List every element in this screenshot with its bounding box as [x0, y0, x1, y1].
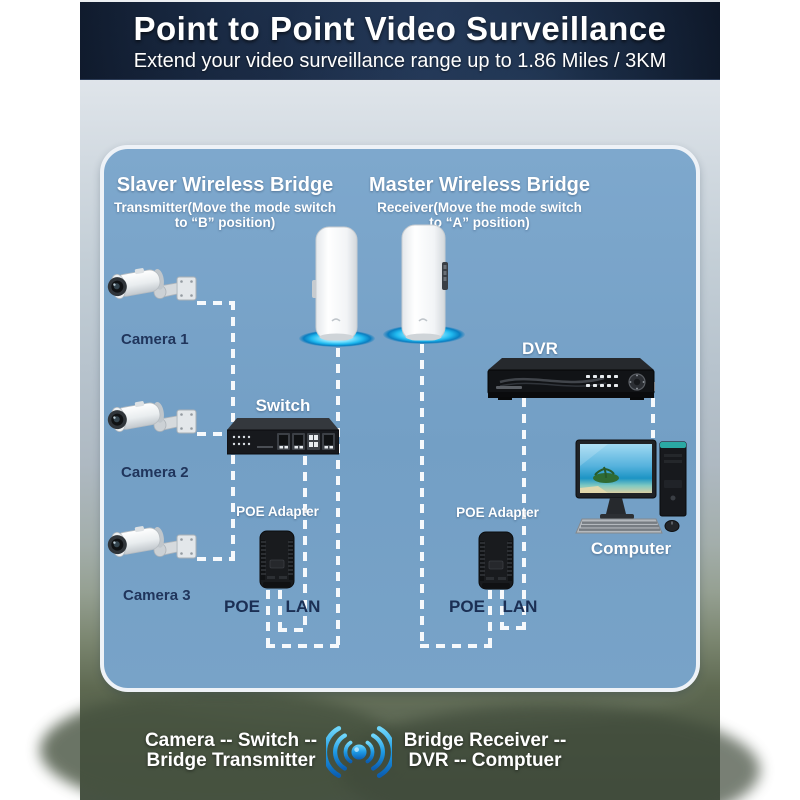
diagram-panel — [100, 145, 700, 692]
master-bridge-heading-block: Master Wireless Bridge Receiver(Move the… — [352, 174, 607, 230]
connection-line — [278, 628, 307, 632]
dvr-label: DVR — [522, 339, 558, 358]
master-bridge-icon — [401, 224, 448, 341]
connection-line — [266, 644, 340, 648]
slave-bridge-subtitle-line1: Transmitter(Move the mode switch — [113, 200, 337, 215]
poe-adapter-right-icon — [478, 531, 514, 590]
connection-line — [488, 590, 492, 648]
connection-line — [651, 382, 655, 438]
footer-right-line1: Bridge Receiver -- — [403, 730, 567, 751]
computer-label: Computer — [590, 539, 672, 558]
slave-bridge-subtitle-line2: to “B” position) — [174, 215, 276, 230]
connection-line — [522, 398, 526, 630]
connection-line — [197, 557, 235, 561]
connection-line — [231, 301, 235, 422]
switch-icon — [227, 418, 339, 455]
lan-port-right-label: LAN — [502, 597, 538, 616]
slave-bridge-heading-block: Slaver Wireless Bridge Transmitter(Move … — [105, 174, 345, 230]
poe-port-left-label: POE — [224, 597, 260, 616]
connection-line — [336, 348, 340, 648]
footer-left-line2: Bridge Transmitter — [146, 750, 316, 771]
connection-line — [266, 590, 270, 648]
page-title: Point to Point Video Surveillance — [133, 10, 667, 47]
connection-line — [303, 456, 307, 632]
master-bridge-subtitle-line2: to “A” position) — [429, 215, 530, 230]
camera-2-label: Camera 2 — [121, 464, 189, 481]
switch-label: Switch — [255, 396, 311, 415]
footer-right-line2: DVR -- Comptuer — [408, 750, 562, 771]
dvr-icon — [487, 358, 655, 400]
connection-line — [278, 590, 282, 630]
footer-right-text: Bridge Receiver -- DVR -- Comptuer — [396, 731, 574, 771]
computer-icon — [575, 439, 687, 534]
poe-adapter-left-icon — [259, 530, 295, 589]
connection-line — [420, 644, 492, 648]
slave-bridge-icon — [312, 226, 358, 341]
connection-line — [197, 301, 235, 305]
poe-adapter-left-label: POE Adapter — [236, 504, 319, 519]
poe-adapter-right-label: POE Adapter — [456, 505, 539, 520]
camera-1-icon — [105, 264, 197, 301]
poe-port-right-label: POE — [449, 597, 485, 616]
footer-left-line1: Camera -- Switch -- — [144, 730, 318, 751]
hill-silhouette — [40, 690, 400, 800]
camera-2-icon — [105, 397, 197, 434]
hill-silhouette — [340, 705, 760, 800]
connection-line — [197, 432, 230, 436]
page-subtitle: Extend your video surveillance range up … — [133, 50, 667, 72]
connection-line — [420, 344, 424, 648]
connection-line — [500, 626, 526, 630]
wifi-signal-icon — [326, 726, 392, 778]
master-bridge-heading: Master Wireless Bridge — [368, 174, 590, 196]
lan-port-left-label: LAN — [285, 597, 321, 616]
title-banner: Point to Point Video Surveillance Extend… — [80, 2, 720, 80]
master-bridge-subtitle-line1: Receiver(Move the mode switch — [377, 200, 582, 215]
connection-line — [231, 455, 235, 559]
footer-left-text: Camera -- Switch -- Bridge Transmitter — [138, 731, 324, 771]
camera-1-label: Camera 1 — [121, 331, 189, 348]
slave-bridge-heading: Slaver Wireless Bridge — [116, 174, 334, 196]
camera-3-icon — [105, 522, 197, 559]
camera-3-label: Camera 3 — [123, 587, 191, 604]
connection-line — [500, 590, 504, 630]
